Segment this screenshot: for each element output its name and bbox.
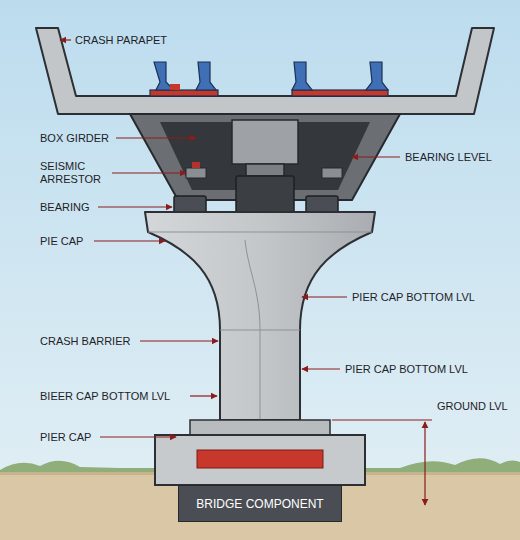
part-label: BEARING LEVEL [405, 151, 492, 164]
part-label: CRASH PARAPET [75, 34, 167, 47]
foundation-block: BRIDGE COMPONENT [178, 485, 342, 522]
part-label: PIER CAP [40, 431, 91, 444]
leader-lines [60, 40, 432, 505]
part-label: PIER CAP BOTTOM LVL [345, 363, 468, 376]
part-label: SEISMIC ARRESTOR [40, 160, 108, 186]
part-label: PIER CAP BOTTOM LVL [352, 291, 475, 304]
component-label: BRIDGE COMPONENT [196, 497, 323, 511]
part-label: BIEER CAP BOTTOM LVL [40, 390, 170, 403]
part-label: CRASH BARRIER [40, 335, 130, 348]
part-label: PIE CAP [40, 235, 83, 248]
part-label: GROUND LVL [437, 400, 508, 413]
part-label: BOX GIRDER [40, 132, 109, 145]
part-label: BEARING [40, 201, 90, 214]
